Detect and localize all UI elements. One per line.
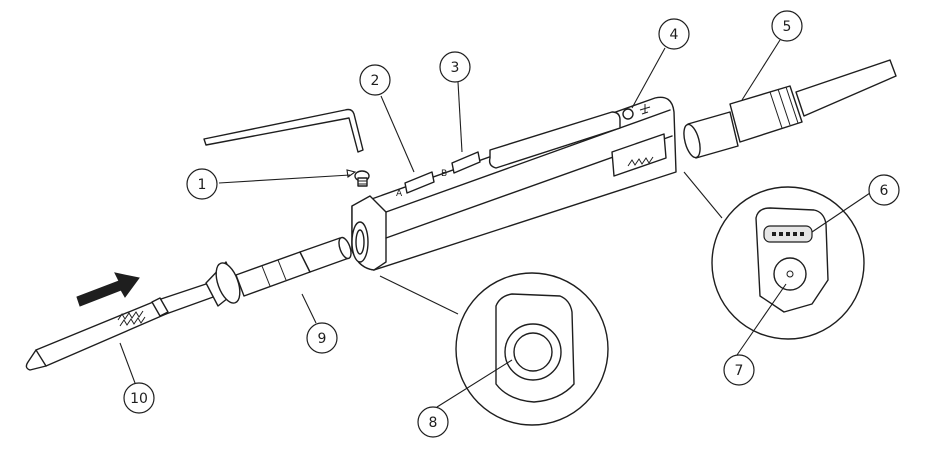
button-b-label: B [441, 169, 447, 179]
callout-7-label: 7 [735, 363, 744, 379]
callout-4-label: 4 [670, 27, 679, 43]
button-a: A [396, 171, 435, 199]
callout-7: 7 [723, 354, 755, 386]
callout-6: 6 [868, 174, 900, 206]
dc-plug [683, 59, 897, 159]
brand-logo-icon [117, 310, 146, 327]
callout-9: 9 [306, 322, 338, 354]
callout-8-label: 8 [429, 415, 438, 431]
callout-2-label: 2 [371, 73, 380, 89]
callout-6-label: 6 [880, 183, 889, 199]
callout-3: 3 [439, 51, 471, 83]
callout-8: 8 [417, 406, 449, 438]
iron-handle: A B [351, 96, 677, 271]
button-a-label: A [396, 189, 403, 199]
hex-key-icon [203, 108, 364, 153]
callout-1-label: 1 [198, 177, 207, 193]
detail-circle-rear [711, 186, 865, 340]
button-b: B [441, 151, 481, 179]
leader-lines [119, 39, 871, 408]
detail-circle-front [455, 272, 609, 426]
callout-10-label: 10 [130, 391, 148, 407]
callout-2: 2 [359, 64, 391, 96]
callout-9-label: 9 [318, 331, 327, 347]
callout-3-label: 3 [451, 60, 460, 76]
ground-symbol-icon [639, 104, 651, 115]
insert-direction-arrow-icon [76, 272, 140, 307]
soldering-tip [25, 236, 352, 371]
callout-10: 10 [123, 382, 155, 414]
screw-icon [354, 170, 370, 187]
callout-4: 4 [658, 18, 690, 50]
callout-5-label: 5 [783, 19, 792, 35]
callout-5: 5 [771, 10, 803, 42]
callout-1: 1 [186, 168, 218, 200]
